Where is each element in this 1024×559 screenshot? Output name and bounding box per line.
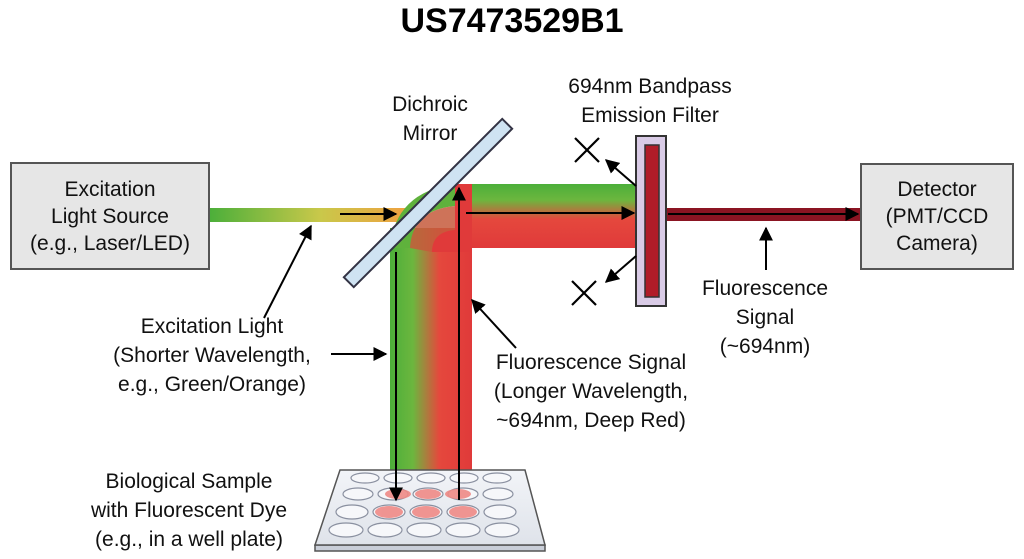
sample-label-line-3: (e.g., in a well plate) <box>95 528 283 551</box>
emission-filter <box>635 135 667 307</box>
sample-label-line-2: with Fluorescent Dye <box>90 499 288 522</box>
excitation-label-line-2: (Shorter Wavelength, <box>113 344 311 367</box>
blocked-arrow-bottom <box>604 255 637 283</box>
dichroic-label-line-2: Mirror <box>402 122 458 145</box>
excitation-light-label: Excitation Light (Shorter Wavelength, e.… <box>94 312 330 399</box>
page-title: US7473529B1 <box>400 2 624 40</box>
fluorescence-signal-label: Fluorescence Signal (Longer Wavelength, … <box>474 348 708 435</box>
detector-signal-label: Fluorescence Signal (~694nm) <box>680 274 850 361</box>
dichroic-mirror <box>342 117 514 289</box>
well-plate <box>313 469 546 552</box>
fluorescence-label-line-3: ~694nm, Deep Red) <box>496 409 686 432</box>
detector-line-2: (PMT/CCD <box>885 205 989 228</box>
blocked-x-top <box>574 137 600 163</box>
dichroic-label-line-1: Dichroic <box>392 93 468 116</box>
light-source-line-2: Light Source <box>51 204 169 228</box>
excitation-label-line-3: e.g., Green/Orange) <box>118 373 306 396</box>
detector-line-3: Camera) <box>896 232 978 255</box>
fluorescence-label-line-1: Fluorescence Signal <box>495 351 687 374</box>
light-source-line-3: (e.g., Laser/LED) <box>30 231 190 255</box>
emission-filter-label: 694nm Bandpass Emission Filter <box>545 72 755 130</box>
filter-label-line-1: 694nm Bandpass <box>568 75 732 98</box>
blocked-arrow-top <box>604 159 637 187</box>
callout-excitation-arrow <box>263 224 312 319</box>
signal-label-line-3: (~694nm) <box>719 335 811 358</box>
light-source-line-1: Excitation <box>64 177 156 201</box>
dichroic-mirror-label: Dichroic Mirror <box>370 90 490 148</box>
excitation-label-line-1: Excitation Light <box>140 315 284 338</box>
callout-fluorescence-arrow <box>471 298 517 349</box>
horizontal-beam <box>455 184 640 248</box>
fluorescence-label-line-2: (Longer Wavelength, <box>493 380 689 403</box>
signal-label-line-1: Fluorescence <box>701 277 829 300</box>
vertical-beam <box>390 184 640 506</box>
light-source-box: Excitation Light Source (e.g., Laser/LED… <box>10 162 210 270</box>
sample-label-line-1: Biological Sample <box>105 470 273 493</box>
excitation-beam <box>210 208 410 222</box>
detector-box: Detector (PMT/CCD Camera) <box>860 163 1014 270</box>
detector-line-1: Detector <box>897 178 977 201</box>
blocked-x-bottom <box>571 280 597 306</box>
filter-label-line-2: Emission Filter <box>581 104 719 127</box>
signal-label-line-2: Signal <box>735 306 795 329</box>
sample-label: Biological Sample with Fluorescent Dye (… <box>70 467 308 554</box>
